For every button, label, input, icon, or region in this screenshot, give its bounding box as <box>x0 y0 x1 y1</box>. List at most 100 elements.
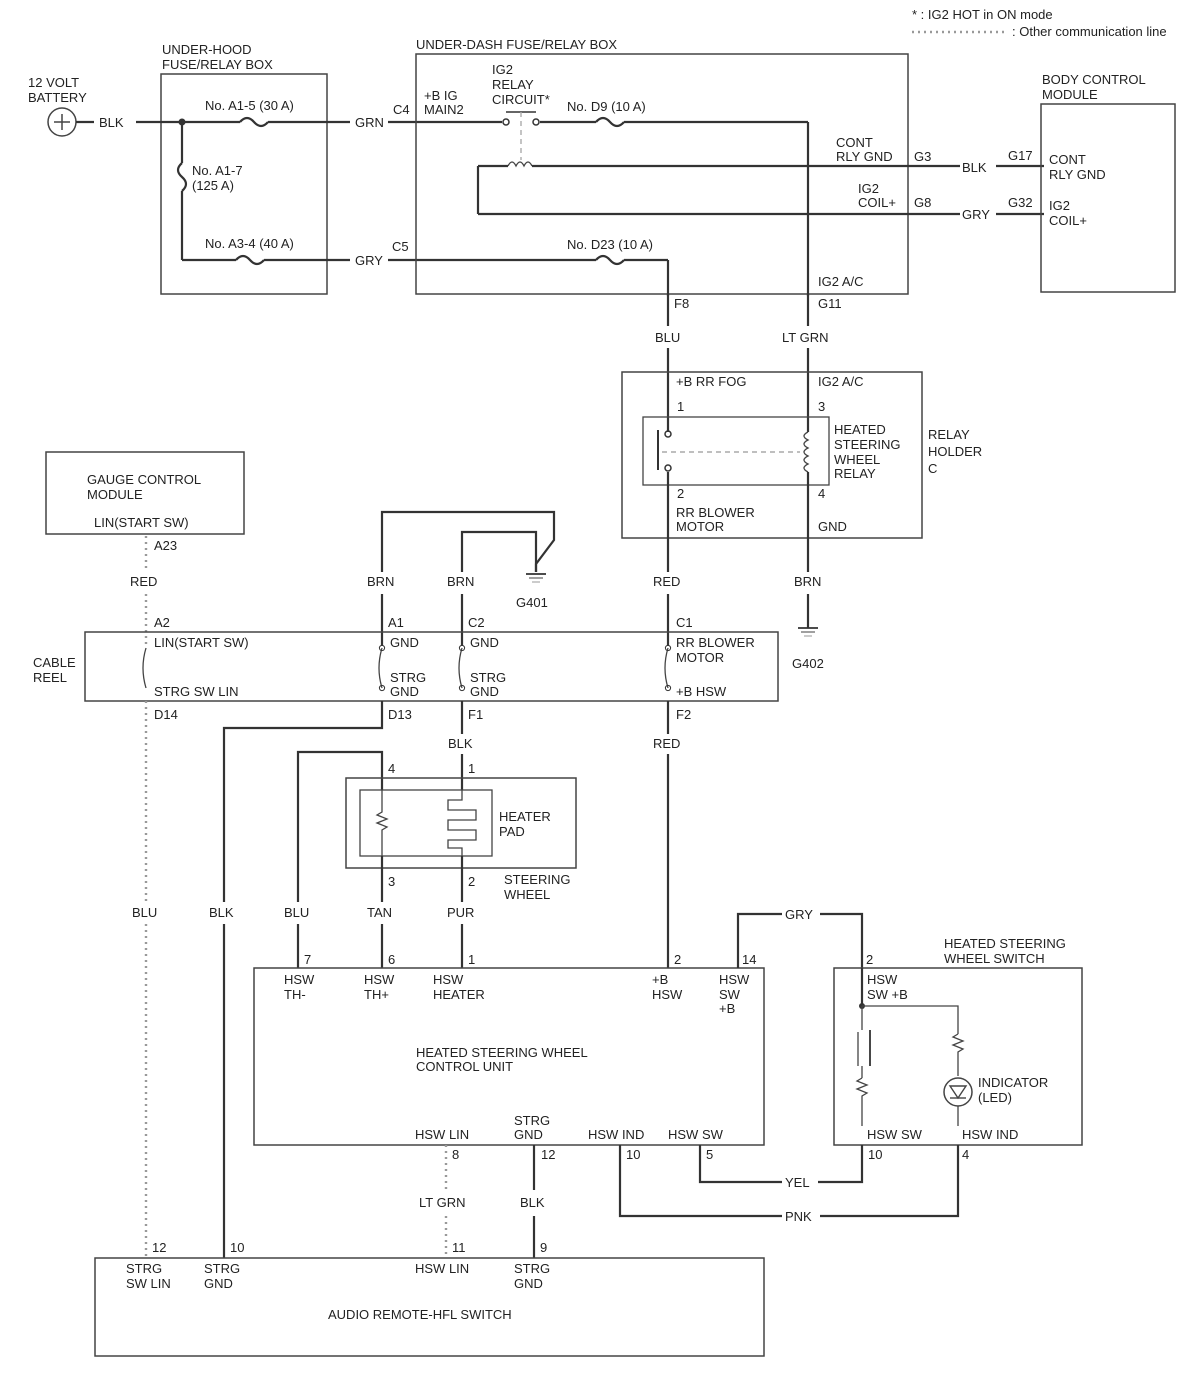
au-hsw-lin: HSW LIN <box>415 1261 469 1276</box>
relay-holder-label-2: HOLDER <box>928 444 982 459</box>
connector-c4: C4 <box>393 102 410 117</box>
connector-d13: D13 <box>388 707 412 722</box>
cu-pin-6: 6 <box>388 952 395 967</box>
heater-element-icon <box>447 790 477 856</box>
connector-g32: G32 <box>1008 195 1033 210</box>
battery-icon <box>47 107 77 137</box>
heater-pad-label-1: HEATER <box>499 809 551 824</box>
led-resistor-icon <box>951 1033 965 1076</box>
cu-b-hsw-2: HSW <box>652 987 683 1002</box>
steering-wheel-label-1: STEERING <box>504 872 570 887</box>
relay-holder-c <box>621 371 923 539</box>
wire-brn-a1: BRN <box>367 574 394 589</box>
relay-rr-blower-1: RR BLOWER <box>676 505 755 520</box>
hsw-switch-title-1: HEATED STEERING <box>944 936 1066 951</box>
cu-sw-b-1: HSW <box>719 972 750 987</box>
label-ig2-ac-underdash: IG2 A/C <box>818 274 864 289</box>
au-strg-gnd-1: STRG <box>204 1261 240 1276</box>
relay-coil-icon <box>803 431 810 473</box>
underhood-title-1: UNDER-HOOD <box>162 42 252 57</box>
sw-pin-2: 2 <box>468 874 475 889</box>
au-strg-sw-lin-1: STRG <box>126 1261 162 1276</box>
fuse-a1-5-label: No. A1-5 (30 A) <box>205 98 294 113</box>
wire-red-c1: RED <box>653 574 680 589</box>
fuse-a3-4-icon <box>235 254 265 266</box>
relay-contact-icon <box>657 430 800 472</box>
underhood-fuse-box <box>160 73 328 295</box>
wire-blk-d13: BLK <box>209 905 234 920</box>
wire-gry-c5: GRY <box>355 253 383 268</box>
cr-gnd-c2: GND <box>470 635 499 650</box>
bcm-title-1: BODY CONTROL <box>1042 72 1146 87</box>
au-strg-gnd-2: GND <box>204 1276 233 1291</box>
underdash-fuse-box <box>415 53 909 295</box>
relay-holder-label-1: RELAY <box>928 427 970 442</box>
relay-rr-blower-2: MOTOR <box>676 519 724 534</box>
fuse-a1-7-label-1: No. A1-7 <box>192 163 243 178</box>
hs-hsw-ind: HSW IND <box>962 1127 1018 1142</box>
cu-hsw-sw: HSW SW <box>668 1127 724 1142</box>
gauge-title-1: GAUGE CONTROL <box>87 472 201 487</box>
relay-gnd: GND <box>818 519 847 534</box>
cr-strg-gnd-d13-2: GND <box>390 684 419 699</box>
bcm-cont-rly-gnd-2: RLY GND <box>1049 167 1106 182</box>
hs-hsw-sw: HSW SW <box>867 1127 923 1142</box>
cr-rr-blower-2: MOTOR <box>676 650 724 665</box>
cu-pin-12: 12 <box>541 1147 555 1162</box>
cu-th-plus-2: TH+ <box>364 987 389 1002</box>
ground-g401-icon <box>526 573 546 583</box>
wire-red-a23: RED <box>130 574 157 589</box>
control-unit-title-1: HEATED STEERING WHEEL <box>416 1045 588 1060</box>
cu-pin-14: 14 <box>742 952 756 967</box>
relay-pin-3: 3 <box>818 399 825 414</box>
hsw-relay-label-3: WHEEL <box>834 452 880 467</box>
connector-a2: A2 <box>154 615 170 630</box>
wire-blk-f1: BLK <box>448 736 473 751</box>
underdash-title: UNDER-DASH FUSE/RELAY BOX <box>416 37 617 52</box>
label-ig2-relay-2: RELAY <box>492 77 534 92</box>
gauge-lin-start: LIN(START SW) <box>94 515 189 530</box>
cr-strg-gnd-d13-1: STRG <box>390 670 426 685</box>
au-strg-sw-lin-2: SW LIN <box>126 1276 171 1291</box>
fuse-a1-7-label-2: (125 A) <box>192 178 234 193</box>
wire-gry-g8: GRY <box>962 207 990 222</box>
hs-sw-b-2: SW +B <box>867 987 908 1002</box>
label-ig2-coil-2: COIL+ <box>858 195 896 210</box>
au-pin-9: 9 <box>540 1240 547 1255</box>
fuse-a1-5-icon <box>239 116 269 128</box>
wire-brn-c2: BRN <box>447 574 474 589</box>
control-unit-title-2: CONTROL UNIT <box>416 1059 513 1074</box>
wire-blu-d14: BLU <box>132 905 157 920</box>
hs-pin-10: 10 <box>868 1147 882 1162</box>
wire-gry-sw: GRY <box>785 907 813 922</box>
battery-label-1: 12 VOLT <box>28 75 79 90</box>
wire-red-f2: RED <box>653 736 680 751</box>
relay-ig2-ac: IG2 A/C <box>818 374 864 389</box>
hsw-control-unit <box>253 967 765 1146</box>
wire-blu-f8: BLU <box>655 330 680 345</box>
label-ig2-coil-1: IG2 <box>858 181 879 196</box>
cr-b-hsw: +B HSW <box>676 684 727 699</box>
cr-rr-blower-1: RR BLOWER <box>676 635 755 650</box>
cu-hsw-lin: HSW LIN <box>415 1127 469 1142</box>
au-strg-gnd2-2: GND <box>514 1276 543 1291</box>
connector-c1: C1 <box>676 615 693 630</box>
cu-pin-10: 10 <box>626 1147 640 1162</box>
sw-pin-1: 1 <box>468 761 475 776</box>
label-ig2-relay-1: IG2 <box>492 62 513 77</box>
hsw-switch-title-2: WHEEL SWITCH <box>944 951 1045 966</box>
cu-pin-1: 1 <box>468 952 475 967</box>
wire-ltgrn-g11: LT GRN <box>782 330 828 345</box>
hs-pin-2: 2 <box>866 952 873 967</box>
sw-pin-3: 3 <box>388 874 395 889</box>
heater-pad <box>359 789 493 857</box>
heater-pad-label-2: PAD <box>499 824 525 839</box>
au-pin-12: 12 <box>152 1240 166 1255</box>
fuse-d9-icon <box>595 116 625 128</box>
cu-strg-gnd-2: GND <box>514 1127 543 1142</box>
ground-g402-icon <box>798 627 818 637</box>
cu-pin-5: 5 <box>706 1147 713 1162</box>
hs-pin-4: 4 <box>962 1147 969 1162</box>
cu-heater-1: HSW <box>433 972 464 987</box>
wire-pur: PUR <box>447 905 474 920</box>
